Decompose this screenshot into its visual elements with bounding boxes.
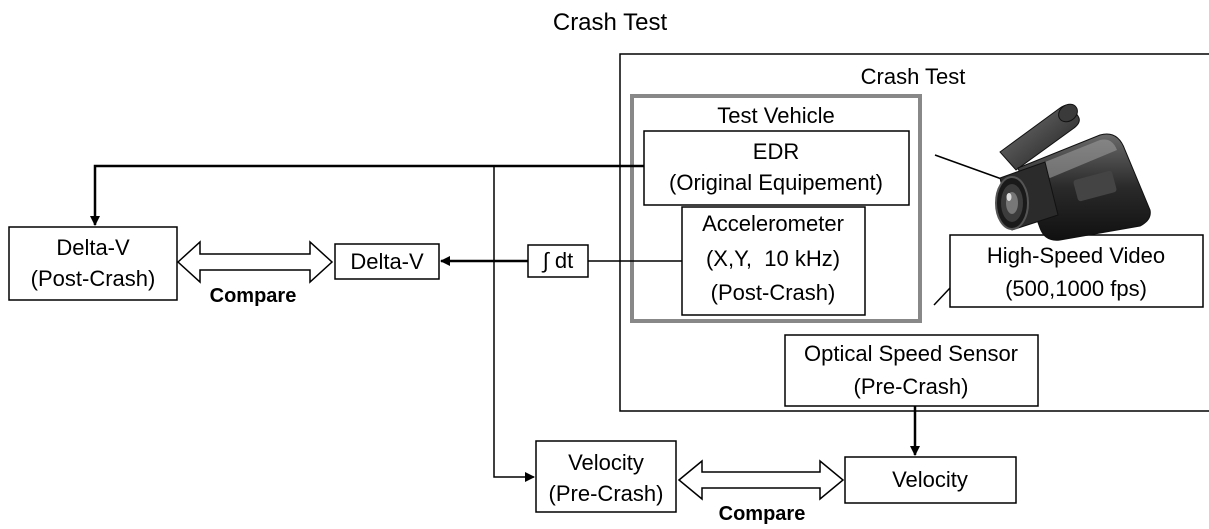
high-speed-video-rate: (500,1000 fps) <box>1005 276 1147 301</box>
delta-v-mid-box <box>334 243 440 280</box>
accelerometer-box <box>681 206 866 316</box>
edr-to-velocity-pre-line <box>493 166 535 482</box>
velocity-right-box <box>844 456 1017 504</box>
video-camera-icon <box>995 103 1151 241</box>
edr-box <box>643 130 910 206</box>
delta-v-mid-label: Delta-V <box>350 249 424 274</box>
optical-sensor-box <box>784 334 1039 407</box>
crash-test-panel-label: Crash Test <box>860 64 966 89</box>
camera-pointer-line <box>934 154 1011 183</box>
video-box-pointer-line <box>933 287 951 306</box>
edr-label: EDR <box>752 139 800 164</box>
velocity-right-label: Velocity <box>892 467 968 492</box>
compare-top-label: Compare <box>209 285 297 307</box>
test-vehicle-box <box>630 94 922 323</box>
delta-v-post-phase: (Post-Crash) <box>30 266 156 291</box>
compare-arrow-top <box>176 240 334 284</box>
optical-sensor-phase: (Pre-Crash) <box>853 374 969 399</box>
accelerometer-axes: (X,Y, 10 kHz) <box>705 246 841 271</box>
edr-sublabel: (Original Equipement) <box>669 170 883 195</box>
edr-to-delta-v-post-line <box>90 164 644 226</box>
diagram-title: Crash Test <box>552 9 668 36</box>
velocity-pre-box <box>535 440 677 513</box>
high-speed-video-box <box>949 234 1204 308</box>
high-speed-video-label: High-Speed Video <box>986 243 1166 268</box>
accelerometer-phase: (Post-Crash) <box>710 280 836 305</box>
delta-v-post-label: Delta-V <box>56 235 130 260</box>
optical-sensor-label: Optical Speed Sensor <box>803 341 1019 366</box>
delta-v-post-box <box>8 226 178 301</box>
velocity-pre-phase: (Pre-Crash) <box>548 481 664 506</box>
accelerometer-label: Accelerometer <box>702 211 844 236</box>
integrator-label: ∫ dt <box>542 248 574 273</box>
compare-bottom-label: Compare <box>718 503 806 525</box>
compare-arrow-bottom <box>677 459 845 501</box>
test-vehicle-label: Test Vehicle <box>717 103 835 128</box>
velocity-pre-label: Velocity <box>568 450 644 475</box>
